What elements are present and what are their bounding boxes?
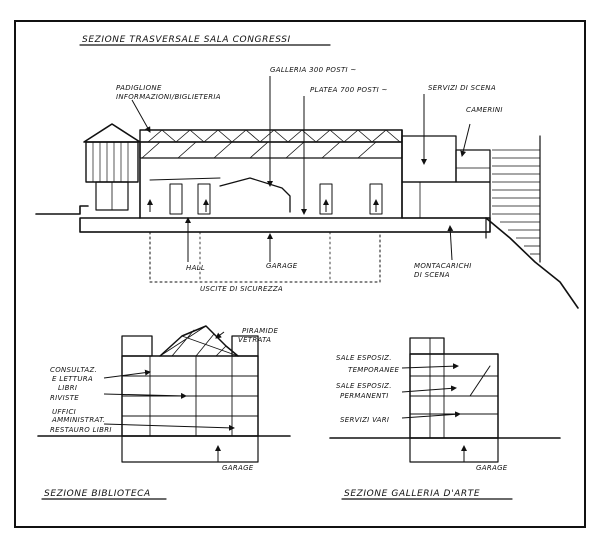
label-di-scena: DI SCENA (414, 271, 450, 279)
label-galleria: GALLERIA 300 POSTI ~ (270, 66, 357, 74)
terrain-slope (485, 217, 579, 309)
label-sale-temp: SALE ESPOSIZ. (336, 354, 392, 362)
gallery-section-title: SEZIONE GALLERIA D'ARTE (344, 489, 480, 499)
label-piramide: PIRAMIDE (242, 327, 279, 335)
label-vetrata: VETRATA (238, 336, 271, 344)
label-restauro: RESTAURO LIBRI (50, 426, 112, 434)
library-section: PIRAMIDE VETRATA CONSULTAZ. E LETTURA LI… (37, 325, 291, 500)
label-libri: LIBRI (58, 384, 77, 392)
label-garage-library: GARAGE (222, 464, 254, 472)
label-permanenti: PERMANENTI (340, 392, 389, 400)
pavilion-tower (83, 123, 141, 211)
label-camerini: CAMERINI (466, 106, 503, 114)
label-garage-main: GARAGE (266, 262, 298, 270)
label-consultaz: CONSULTAZ. (50, 366, 97, 374)
main-arrows (131, 76, 471, 262)
main-building (79, 129, 491, 283)
label-garage-gallery: GARAGE (476, 464, 508, 472)
label-amministrat: AMMINISTRAT. (51, 416, 105, 424)
label-sale-perm: SALE ESPOSIZ. (336, 382, 392, 390)
label-informazioni: INFORMAZIONI/BIGLIETERIA (116, 93, 221, 101)
main-section: SEZIONE TRASVERSALE SALA CONGRESSI (35, 35, 579, 309)
library-section-title: SEZIONE BIBLIOTECA (44, 489, 151, 499)
label-servizi-scena: SERVIZI DI SCENA (428, 84, 496, 92)
gallery-section: SALE ESPOSIZ. TEMPORANEE SALE ESPOSIZ. P… (329, 337, 561, 500)
label-uffici: UFFICI (52, 408, 76, 416)
label-servizi-vari: SERVIZI VARI (340, 416, 389, 424)
ground-left (35, 205, 89, 215)
sheet-border (14, 20, 586, 528)
main-section-title: SEZIONE TRASVERSALE SALA CONGRESSI (82, 35, 291, 45)
label-riviste: RIVISTE (50, 394, 79, 402)
label-hall: HALL (186, 264, 205, 272)
label-padiglione: PADIGLIONE (116, 84, 162, 92)
label-platea: PLATEA 700 POSTI ~ (310, 86, 388, 94)
label-temporanee: TEMPORANEE (348, 366, 399, 374)
label-lettura: E LETTURA (52, 375, 93, 383)
label-uscite: USCITE DI SICUREZZA (200, 285, 283, 293)
label-montacarichi: MONTACARICHI (414, 262, 472, 270)
slope-hatch (492, 149, 540, 255)
